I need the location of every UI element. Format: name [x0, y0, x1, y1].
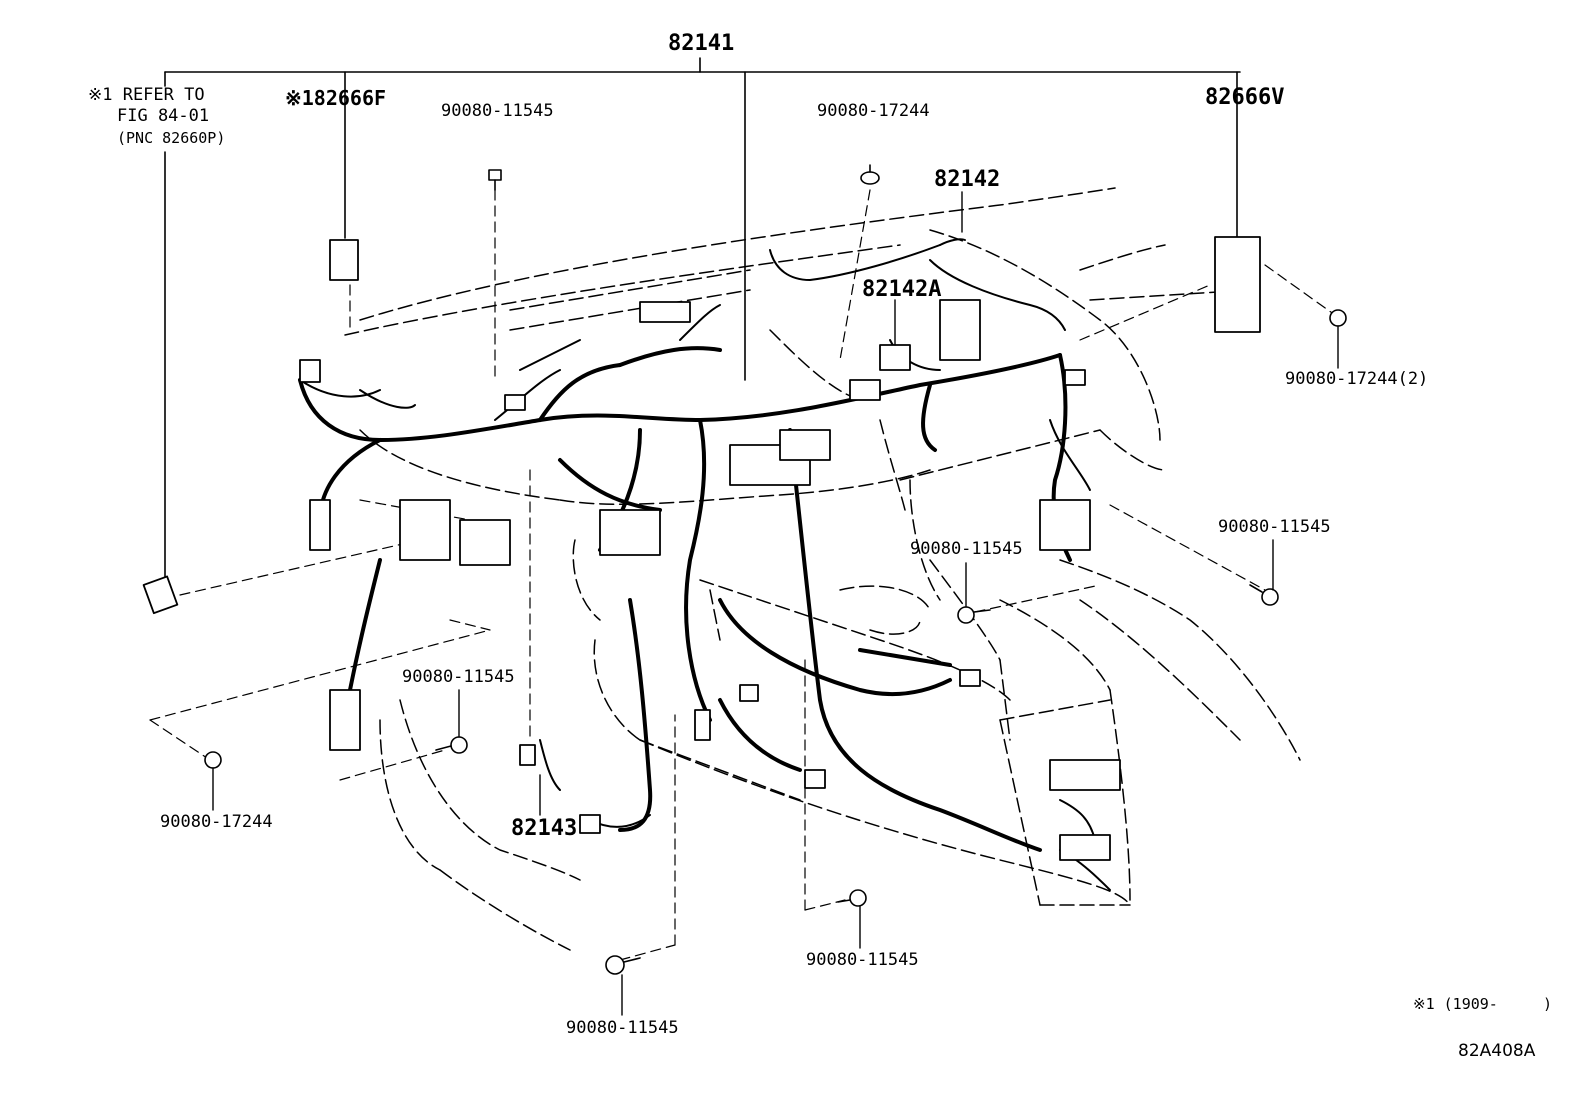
label-82142: 82142 [934, 167, 1001, 192]
refer-note-line3: (PNC 82660P) [117, 129, 226, 147]
label-82141: 82141 [668, 31, 735, 56]
refer-note-line1: ※1 REFER TO [88, 85, 205, 105]
bolt-icon [837, 889, 867, 907]
figure-code: 82A408A [1458, 1041, 1536, 1061]
label-82666f: ※182666F [285, 86, 387, 110]
main-wire-harness [298, 346, 1072, 852]
refer-note-line2: FIG 84-01 [117, 106, 210, 126]
bolt-icon [957, 606, 991, 624]
footnote: ※1 (1909- ) [1413, 995, 1552, 1013]
label-82143: 82143 [511, 816, 578, 841]
clip-icon [860, 164, 880, 185]
label-bolt-right-mid: 90080-11545 [910, 539, 1023, 559]
fasteners [204, 164, 1347, 975]
label-82666v: 82666V [1205, 85, 1285, 110]
label-bolt-top-left: 90080-11545 [441, 101, 554, 121]
instrument-panel-outline [344, 187, 1301, 951]
label-leaders [212, 191, 1339, 1016]
clip-icon [1329, 309, 1347, 327]
bolt-icon [435, 736, 468, 754]
harness-connectors [142, 236, 1261, 861]
label-bolt-right-far: 90080-11545 [1218, 517, 1331, 537]
bolt-icon [1249, 584, 1279, 606]
label-bolt-bottom-left: 90080-11545 [566, 1018, 679, 1038]
main-harness-bracket [164, 57, 1241, 579]
bolt-icon [605, 955, 641, 975]
clip-icon [204, 751, 222, 769]
label-clip-left: 90080-17244 [160, 812, 273, 832]
label-82142a: 82142A [862, 277, 942, 302]
label-clip-right: 90080-17244(2) [1285, 369, 1429, 389]
label-bolt-left-mid: 90080-11545 [402, 667, 515, 687]
label-clip-top-center: 90080-17244 [817, 101, 930, 121]
bolt-icon [488, 169, 502, 191]
label-bolt-bottom-center: 90080-11545 [806, 950, 919, 970]
fastener-leader-lines [149, 189, 1336, 961]
secondary-wires [299, 238, 1111, 891]
